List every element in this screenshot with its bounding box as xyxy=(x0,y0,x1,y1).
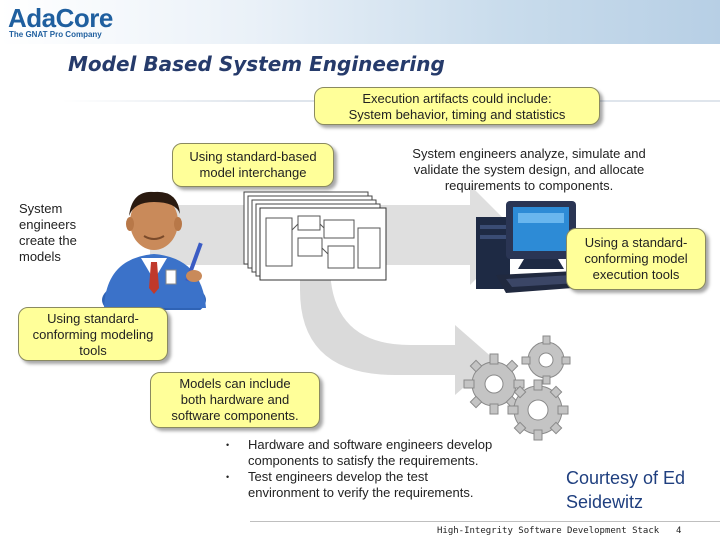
bullet-line: environment to verify the requirements. xyxy=(248,485,474,500)
callout-text: System behavior, timing and statistics xyxy=(348,107,566,122)
callout-text: software components. xyxy=(171,408,299,423)
adacore-logo: AdaCore xyxy=(8,3,113,33)
header-band xyxy=(0,0,720,44)
bullet-line: Test engineers develop the test xyxy=(248,469,428,484)
callout-text: conforming model xyxy=(584,251,688,266)
engineer-icon xyxy=(102,191,206,310)
slide-title: Model Based System Engineering xyxy=(68,52,445,76)
analyze-line: System engineers analyze, simulate and xyxy=(412,146,646,161)
footer-text: High-Integrity Software Development Stac… xyxy=(437,526,660,536)
callout-text: conforming modeling xyxy=(32,327,154,342)
computer-workstation-icon xyxy=(476,201,586,293)
analyze-text: System engineers analyze, simulate and v… xyxy=(396,146,662,194)
bullet-line: components to satisfy the requirements. xyxy=(248,453,479,468)
page-number: 4 xyxy=(676,526,682,536)
callout-text: model interchange xyxy=(199,165,307,180)
callout-text: both hardware and xyxy=(180,392,290,407)
courtesy-credit: Courtesy of Ed Seidewitz xyxy=(566,466,716,514)
callout-text: execution tools xyxy=(592,267,680,282)
bullet-icon: • xyxy=(226,440,230,450)
callout-execution-artifacts: Execution artifacts could include: Syste… xyxy=(314,87,600,125)
create-line: System xyxy=(19,201,63,216)
callout-text: Using standard-based xyxy=(189,149,317,164)
analyze-line: requirements to components. xyxy=(444,178,614,193)
footer-divider xyxy=(250,521,720,522)
logo-tagline: The GNAT Pro Company xyxy=(9,30,102,39)
callout-text: Using a standard- xyxy=(584,235,688,250)
list-item: • Hardware and software engineers develo… xyxy=(226,437,516,469)
courtesy-line: Courtesy of Ed xyxy=(566,468,686,488)
create-models-text: System engineers create the models xyxy=(19,201,89,265)
create-line: engineers xyxy=(19,217,77,232)
callout-execution-tools: Using a standard- conforming model execu… xyxy=(566,228,706,290)
callout-components: Models can include both hardware and sof… xyxy=(150,372,320,428)
analyze-line: validate the system design, and allocate xyxy=(413,162,645,177)
bullet-list: • Hardware and software engineers develo… xyxy=(226,437,516,501)
footer: High-Integrity Software Development Stac… xyxy=(437,526,681,536)
bullet-icon: • xyxy=(226,472,230,482)
gears-icon xyxy=(463,335,571,441)
model-documents-icon xyxy=(243,191,387,281)
callout-model-interchange: Using standard-based model interchange xyxy=(172,143,334,187)
create-line: models xyxy=(19,249,61,264)
callout-modeling-tools: Using standard- conforming modeling tool… xyxy=(18,307,168,361)
callout-text: Execution artifacts could include: xyxy=(362,91,552,106)
create-line: create the xyxy=(19,233,77,248)
callout-text: Models can include xyxy=(179,376,291,391)
callout-text: Using standard- xyxy=(47,311,139,326)
bullet-line: Hardware and software engineers develop xyxy=(248,437,493,452)
courtesy-line: Seidewitz xyxy=(566,492,644,512)
list-item: • Test engineers develop the test enviro… xyxy=(226,469,516,501)
callout-text: tools xyxy=(79,343,107,358)
